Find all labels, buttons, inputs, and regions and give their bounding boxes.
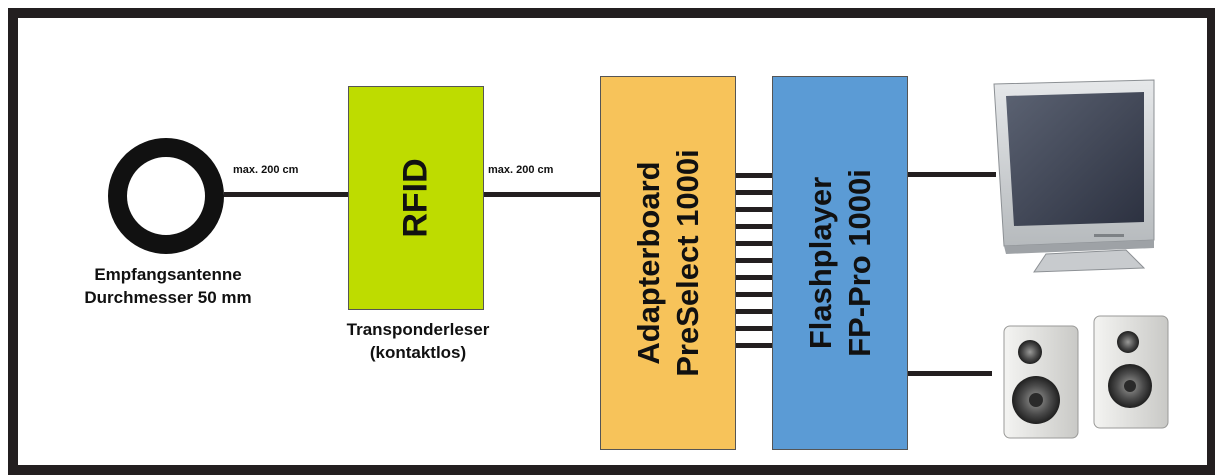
adapterboard-label-line2: PreSelect 1000i — [670, 149, 705, 377]
cable-antenna-rfid — [224, 192, 348, 197]
flashplayer-label-line1: Flashplayer — [803, 176, 838, 350]
speakers-icon — [1003, 315, 1169, 439]
rfid-label: RFID — [396, 158, 435, 238]
adapterboard-label-line1: Adapterboard — [631, 161, 666, 365]
cable2-length-label: max. 200 cm — [488, 164, 554, 176]
rfid-caption-line1: Transponderleser — [346, 320, 490, 339]
cable-flashplayer-monitor — [908, 172, 996, 177]
antenna-caption: Empfangsantenne Durchmesser 50 mm — [63, 263, 273, 309]
flashplayer-box: Flashplayer FP-Pro 1000i — [772, 76, 908, 450]
flashplayer-label-line2: FP-Pro 1000i — [842, 169, 877, 357]
cable-rfid-adapter — [484, 192, 600, 197]
adapterboard-label: Adapterboard PreSelect 1000i — [629, 149, 707, 377]
diagram-frame: Empfangsantenne Durchmesser 50 mm max. 2… — [8, 8, 1215, 475]
rfid-reader-box: RFID — [348, 86, 484, 310]
cable-flashplayer-speakers — [908, 371, 992, 376]
cable1-length-label: max. 200 cm — [233, 164, 299, 176]
ribbon-connector — [736, 18, 772, 465]
antenna-caption-line2: Durchmesser 50 mm — [84, 288, 252, 307]
antenna-ring-icon — [108, 138, 224, 254]
adapterboard-box: Adapterboard PreSelect 1000i — [600, 76, 736, 450]
monitor-icon — [993, 79, 1155, 273]
flashplayer-label: Flashplayer FP-Pro 1000i — [801, 169, 879, 357]
rfid-caption: Transponderleser (kontaktlos) — [303, 318, 533, 364]
rfid-caption-line2: (kontaktlos) — [369, 343, 467, 362]
antenna-caption-line1: Empfangsantenne — [94, 265, 242, 284]
